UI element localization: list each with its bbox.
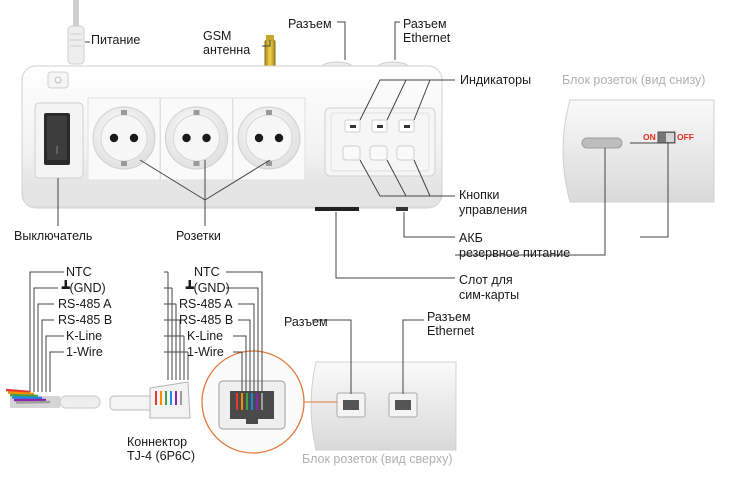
leader-line <box>630 142 669 238</box>
socket-pin-hole <box>202 133 211 143</box>
power-cable <box>67 0 85 65</box>
label-on: ON <box>643 132 656 142</box>
pin-right-rs485a: RS-485 A <box>179 297 233 311</box>
pin-left-1wire: 1-Wire <box>66 345 103 359</box>
pin-leader-right <box>226 271 263 395</box>
leader-lines <box>29 21 669 395</box>
control-button-2[interactable] <box>369 145 388 161</box>
socket-pin-hole <box>109 133 119 143</box>
wire <box>15 400 51 404</box>
socket-well <box>100 114 148 162</box>
label-top-view: Блок розеток (вид сверху) <box>302 452 453 466</box>
leader-line <box>402 319 424 394</box>
power-switch[interactable] <box>34 102 84 179</box>
pin-leader-left <box>37 303 54 392</box>
label-connector-top: Разъем <box>288 17 332 31</box>
label-battery: АКБ резервное питание <box>459 231 571 260</box>
socket-ground-contact <box>121 110 127 115</box>
pin-leader-right <box>238 303 255 395</box>
control-panel <box>324 107 436 177</box>
leader-line <box>312 319 352 394</box>
pin-leader-right <box>226 287 259 395</box>
label-switch: Выключатель <box>14 229 93 243</box>
socket-ground-contact <box>266 161 272 166</box>
wire <box>9 393 39 398</box>
leader-line <box>403 212 455 238</box>
socket-ground-contact <box>266 110 272 115</box>
label-sockets: Розетки <box>176 229 221 243</box>
pin-right-gnd: ┻(GND) <box>186 281 230 295</box>
socket-pin-hole <box>182 133 191 143</box>
wire <box>5 388 31 394</box>
leader-line <box>455 148 606 256</box>
label-indicators: Индикаторы <box>460 73 532 87</box>
socket-pin-hole <box>129 133 139 143</box>
pin-leader-left <box>45 335 64 392</box>
label-tj4-connector: Коннектор TJ-4 (6P6C) <box>127 435 196 463</box>
leader-line <box>359 159 455 197</box>
label-off: OFF <box>677 132 694 142</box>
socket-pin-hole <box>254 133 264 143</box>
pin-left-kline: K-Line <box>66 329 103 343</box>
leader-line <box>262 40 271 47</box>
top-view-block <box>310 361 457 451</box>
wire <box>11 396 43 400</box>
socket-well <box>245 114 293 162</box>
sim-slot <box>315 207 359 211</box>
pin-leader-left <box>29 271 64 392</box>
label-power: Питание <box>91 33 141 47</box>
label-ethernet-top: Разъем Ethernet <box>403 17 451 45</box>
pin-left-gnd: ┻(GND) <box>62 281 106 295</box>
label-gsm-antenna: GSM антенна <box>203 29 251 57</box>
socket-pin-hole <box>274 133 284 143</box>
pin-leader-left <box>33 287 58 392</box>
socket-ground-contact <box>193 161 200 166</box>
sockets-group <box>87 97 306 181</box>
pin-leader-left <box>49 351 64 392</box>
label-control-buttons: Кнопки управления <box>459 188 528 217</box>
socket-well <box>173 114 220 162</box>
leader-line <box>394 21 400 60</box>
label-connector-bottom: Разъем <box>284 315 328 329</box>
control-button-1[interactable] <box>342 145 361 161</box>
led-icon <box>47 71 69 89</box>
battery-switch <box>396 207 408 211</box>
pin-left-ntc: NTC <box>66 265 92 279</box>
pin-leader-right <box>238 319 251 395</box>
leader-line <box>139 159 271 226</box>
wires-group <box>5 388 263 410</box>
label-bottom-view: Блок розеток (вид снизу) <box>562 73 706 87</box>
gsm-antenna <box>264 35 276 69</box>
ground-icon: ┻ <box>62 281 70 295</box>
pin-left-rs485a: RS-485 A <box>58 297 112 311</box>
pin-right-rs485b: RS-485 B <box>179 313 234 327</box>
pin-right-1wire: 1-Wire <box>187 345 224 359</box>
control-button-3[interactable] <box>396 145 415 161</box>
label-sim-slot: Слот для сим-карты <box>459 273 520 302</box>
leader-line <box>337 21 346 60</box>
leader-line <box>335 212 455 279</box>
pin-leader-left <box>41 319 54 392</box>
pin-right-kline: K-Line <box>187 329 224 343</box>
pin-left-rs485b: RS-485 B <box>58 313 113 327</box>
socket-ground-contact <box>121 161 127 166</box>
pin-leader-right <box>233 351 243 395</box>
label-ethernet-bottom: Разъем Ethernet <box>427 310 475 338</box>
socket-ground-contact <box>193 110 200 115</box>
bottom-view-block <box>562 99 715 203</box>
leader-line <box>359 79 455 121</box>
pin-leader-right <box>233 335 247 395</box>
pin-right-ntc: NTC <box>194 265 220 279</box>
wire <box>7 391 35 396</box>
ground-icon: ┻ <box>186 281 194 295</box>
